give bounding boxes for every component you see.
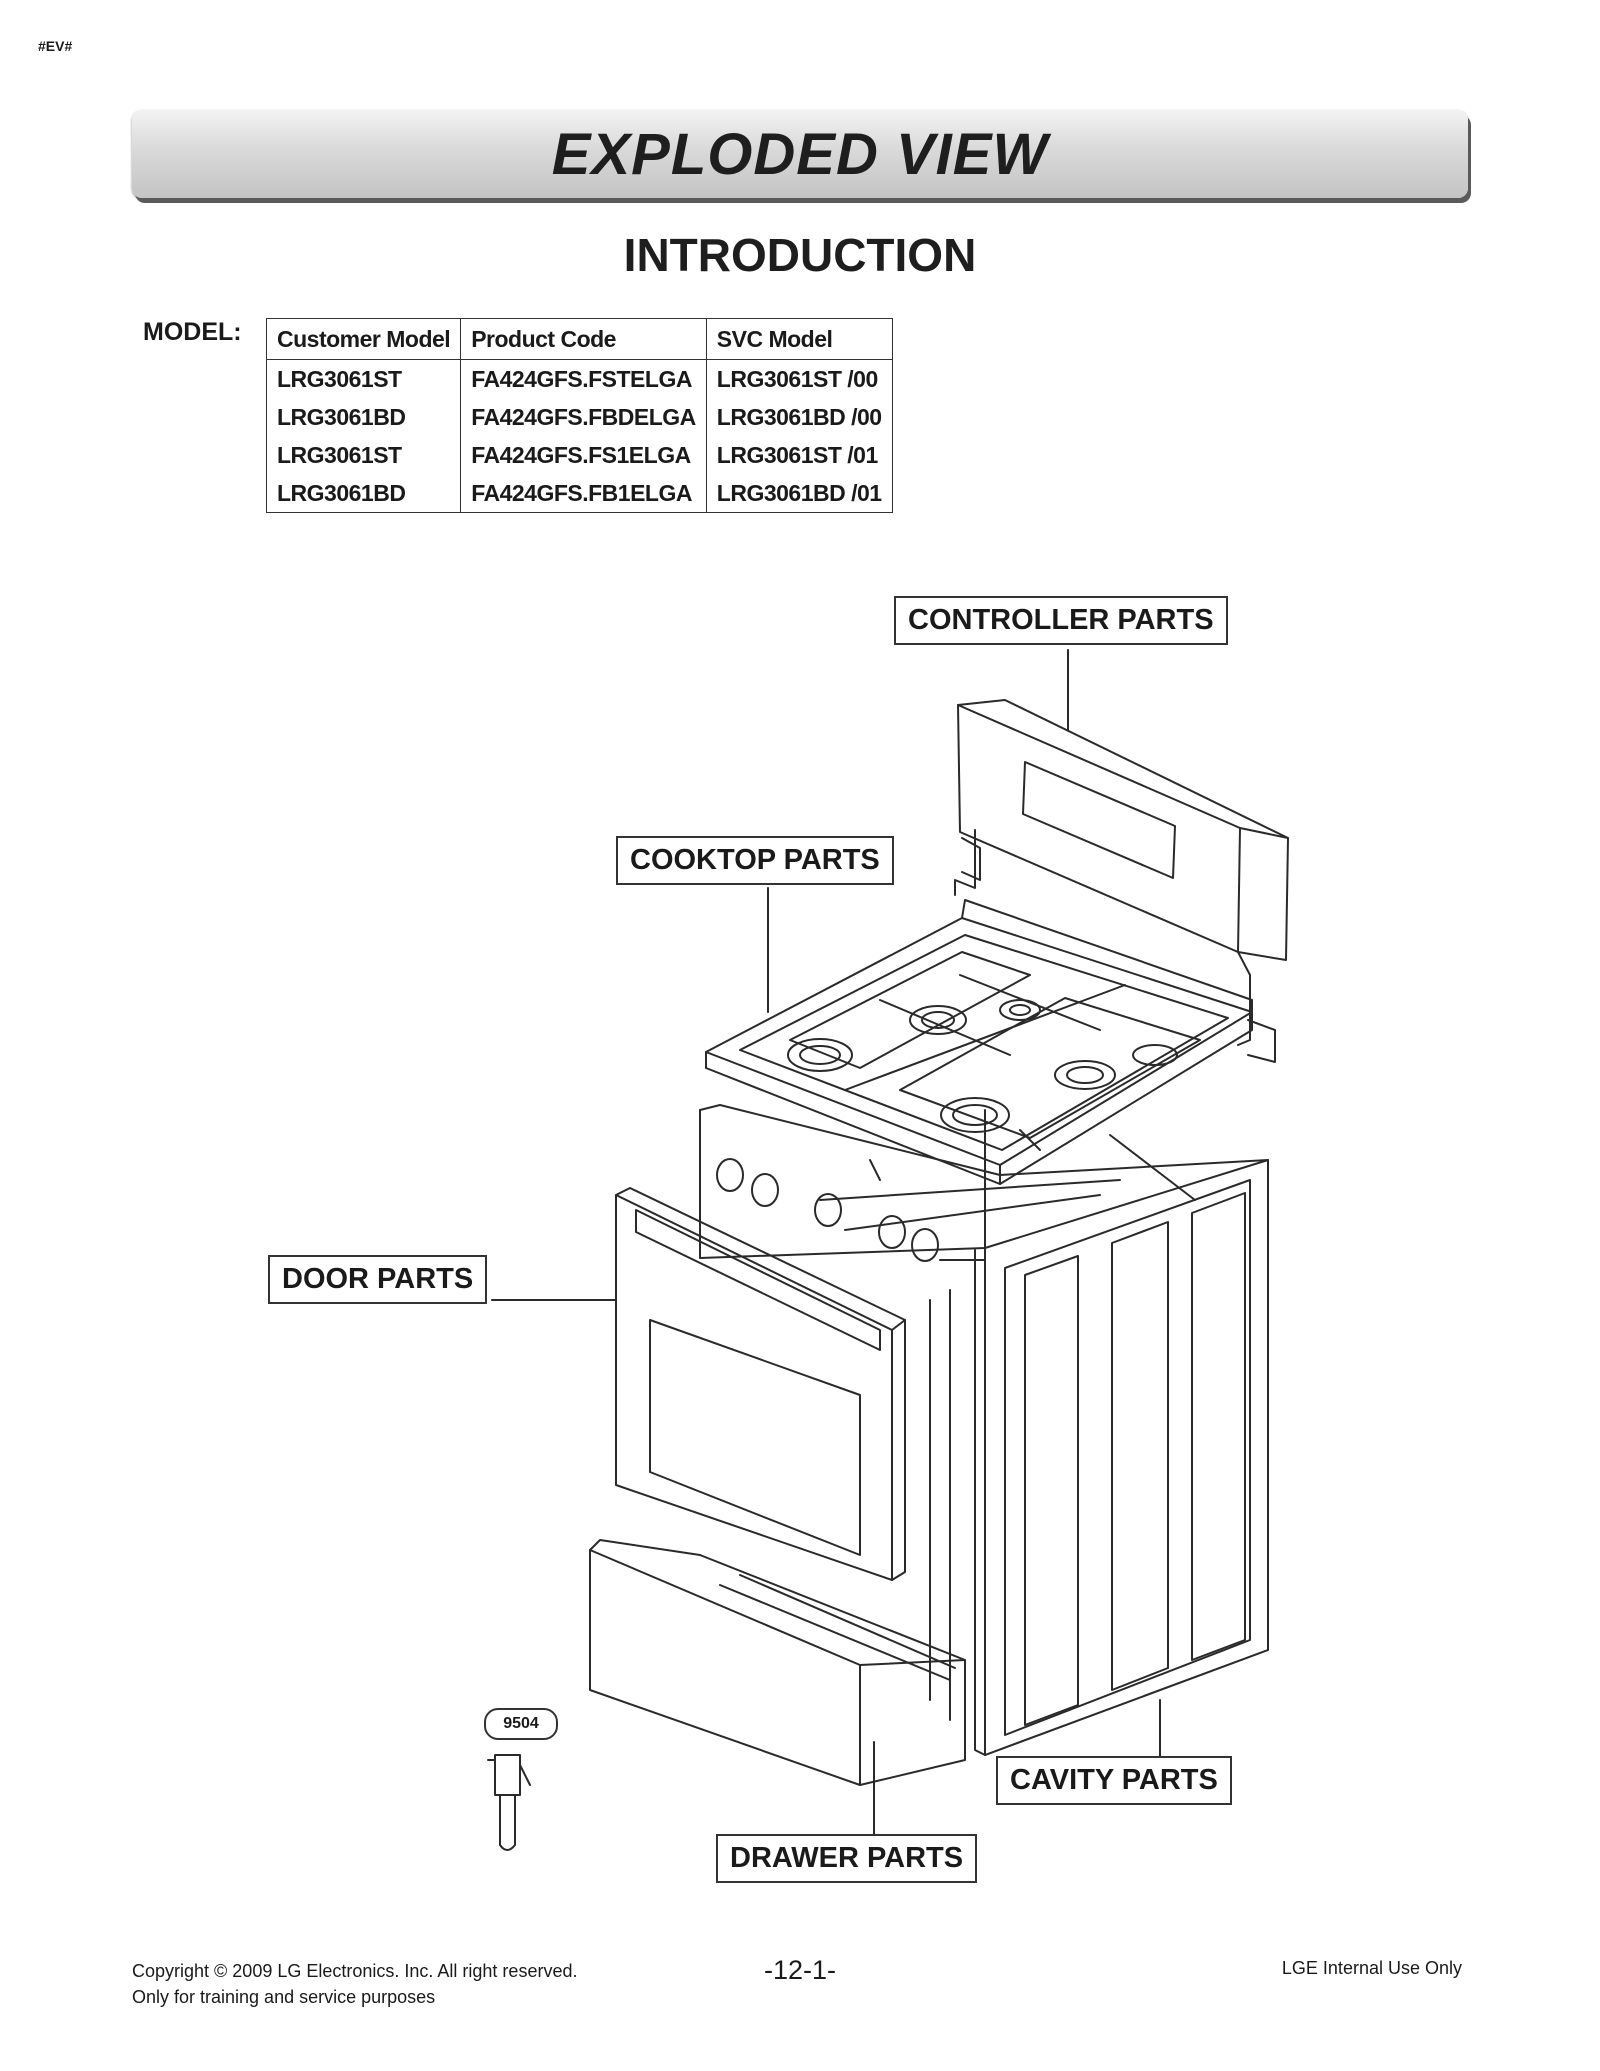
page-tag: #EV#: [38, 38, 73, 54]
cell-product-code: FA424GFS.FS1ELGA: [460, 436, 707, 474]
cell-svc-model: LRG3061ST /01: [705, 436, 893, 474]
footer-copyright: Copyright © 2009 LG Electronics. Inc. Al…: [132, 1958, 577, 2010]
table-row: LRG3061BD FA424GFS.FBDELGA LRG3061BD /00: [265, 398, 893, 436]
cell-product-code: FA424GFS.FBDELGA: [460, 398, 707, 436]
cooktop: [705, 899, 1253, 1185]
cell-product-code: FA424GFS.FB1ELGA: [460, 474, 707, 513]
cell-svc-model: LRG3061BD /00: [705, 398, 893, 436]
model-table: Customer Model Product Code SVC Model LR…: [265, 318, 893, 513]
table-row: LRG3061ST FA424GFS.FS1ELGA LRG3061ST /01: [265, 436, 893, 474]
table-row: LRG3061BD FA424GFS.FB1ELGA LRG3061BD /01: [265, 474, 893, 513]
cell-svc-model: LRG3061ST /00: [705, 359, 893, 398]
cooktop-parts-label: COOKTOP PARTS: [616, 836, 894, 885]
copyright-text: Copyright © 2009 LG Electronics. Inc. Al…: [132, 1961, 578, 1981]
training-note: Only for training and service purposes: [132, 1987, 436, 2007]
banner-title: EXPLODED VIEW: [551, 121, 1049, 187]
cell-customer-model: LRG3061ST: [265, 359, 462, 398]
cell-customer-model: LRG3061BD: [265, 398, 462, 436]
cell-svc-model: LRG3061BD /01: [705, 474, 893, 513]
leader-lines: [491, 649, 1161, 1863]
oven-door: [615, 1187, 906, 1581]
model-label: MODEL:: [143, 318, 242, 346]
drawer-parts-label: DRAWER PARTS: [716, 1834, 978, 1883]
storage-drawer: [589, 1539, 966, 1786]
page-number: -12-1-: [763, 1955, 837, 1985]
exploded-view-banner: EXPLODED VIEW: [132, 110, 1468, 198]
part-number-badge: 9504: [484, 1708, 558, 1740]
table-row: LRG3061ST FA424GFS.FSTELGA LRG3061ST /00: [265, 359, 893, 398]
door-parts-label: DOOR PARTS: [268, 1255, 488, 1304]
cavity-parts-label: CAVITY PARTS: [996, 1756, 1232, 1805]
cell-customer-model: LRG3061ST: [265, 436, 462, 474]
controller-parts-label: CONTROLLER PARTS: [894, 596, 1228, 645]
internal-use-note: LGE Internal Use Only: [1281, 1958, 1462, 1978]
controller-panel: [954, 699, 1289, 1063]
model-table-header: Customer Model Product Code SVC Model: [265, 318, 893, 360]
header-customer-model: Customer Model: [265, 318, 462, 360]
header-product-code: Product Code: [460, 318, 707, 360]
cell-product-code: FA424GFS.FSTELGA: [460, 359, 707, 398]
section-title: INTRODUCTION: [623, 229, 977, 281]
cell-customer-model: LRG3061BD: [265, 474, 462, 513]
range-body: [699, 1104, 1269, 1756]
spray-bottle-icon: [487, 1754, 531, 1851]
header-svc-model: SVC Model: [705, 318, 893, 360]
